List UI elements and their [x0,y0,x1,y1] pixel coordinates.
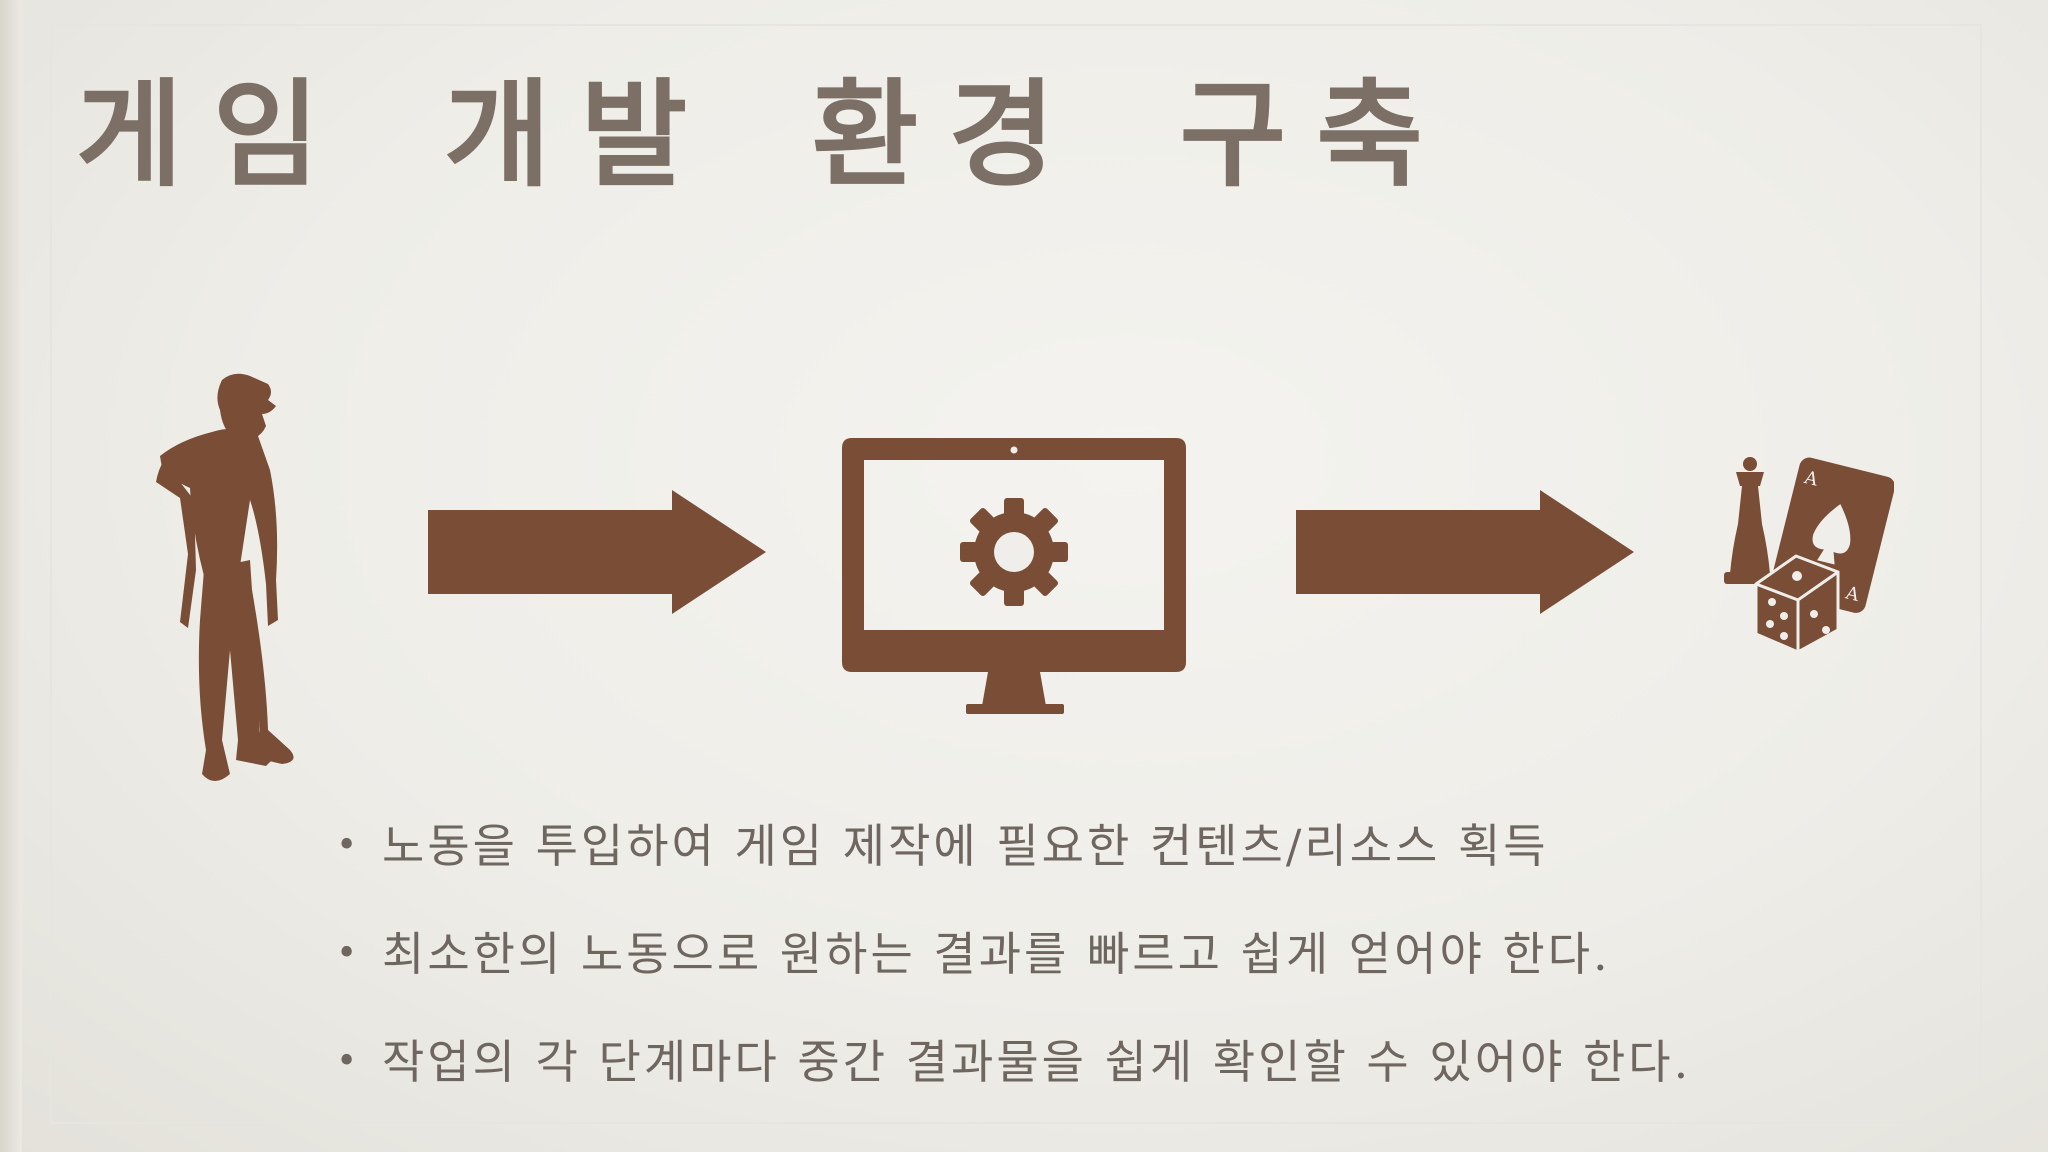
bullet-text: 노동을 투입하여 게임 제작에 필요한 컨텐츠/리소스 획득 [382,819,1549,873]
list-item: • 노동을 투입하여 게임 제작에 필요한 컨텐츠/리소스 획득 [336,810,1691,918]
worker-silhouette-icon [156,373,294,781]
bullet-dot: • [336,1041,361,1082]
svg-text:A: A [1801,467,1821,491]
monitor-gear-icon [842,438,1186,714]
arrow-right-icon [1296,490,1634,614]
svg-text:A: A [1843,582,1863,606]
bullet-text: 최소한의 노동으로 원하는 결과를 빠르고 쉽게 얻어야 한다. [382,927,1611,981]
bullet-dot: • [336,825,361,866]
list-item: • 작업의 각 단계마다 중간 결과물을 쉽게 확인할 수 있어야 한다. [336,1026,1691,1134]
arrow-right-icon [428,490,766,614]
bullet-list: • 노동을 투입하여 게임 제작에 필요한 컨텐츠/리소스 획득 • 최소한의 노동… [336,810,1691,1134]
slide-title: 게임 개발 환경 구축 [76,68,1453,203]
list-item: • 최소한의 노동으로 원하는 결과를 빠르고 쉽게 얻어야 한다. [336,918,1691,1026]
bullet-dot: • [336,933,361,974]
bullet-text: 작업의 각 단계마다 중간 결과물을 쉽게 확인할 수 있어야 한다. [382,1035,1692,1089]
slide-edge [0,0,22,1152]
game-pieces-icon: A A [1724,457,1894,652]
slide-frame [50,24,1982,1124]
